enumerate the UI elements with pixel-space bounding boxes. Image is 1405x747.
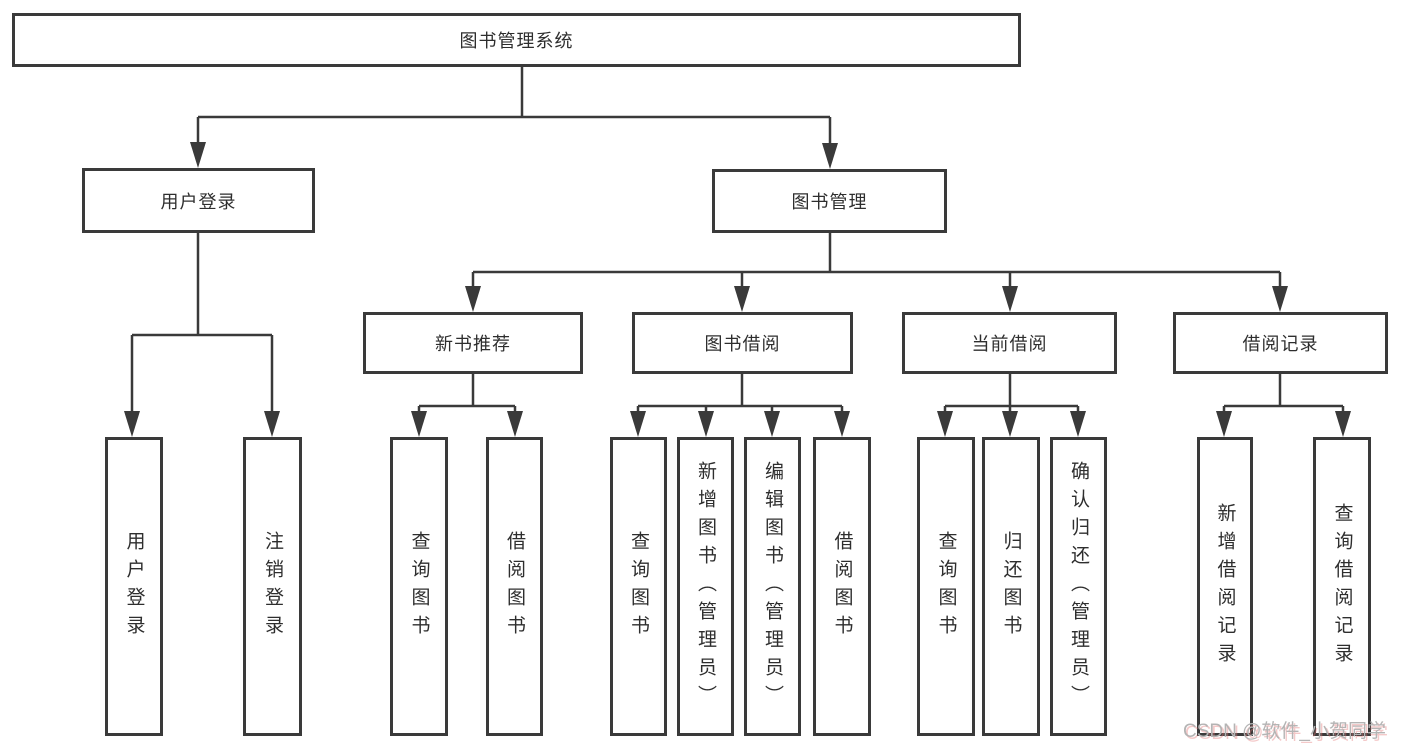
node-label: 用户登录 (160, 191, 237, 212)
leaf-label: 查询图书 (935, 530, 957, 643)
arrowhead (190, 142, 206, 168)
node-book-management: 图书管理 (712, 169, 947, 233)
node-root-system: 图书管理系统 (12, 13, 1021, 67)
node-label: 图书管理系统 (459, 31, 574, 51)
node-borrow-record: 借阅记录 (1173, 312, 1388, 374)
node-label: 借阅记录 (1242, 334, 1319, 354)
arrowhead (465, 286, 481, 312)
node-book-borrow: 图书借阅 (632, 312, 853, 374)
arrowhead (264, 411, 280, 437)
connector-borrow-record-children (1216, 374, 1351, 437)
leaf-label: 查询借阅记录 (1331, 502, 1353, 671)
leaf-query-books-borrow: 查询图书 (610, 437, 667, 736)
leaf-borrow-books-recommend: 借阅图书 (486, 437, 543, 736)
leaf-borrow-books: 借阅图书 (813, 437, 871, 736)
node-label: 图书管理 (791, 192, 868, 212)
leaf-label: 借阅图书 (831, 530, 853, 643)
arrowhead (764, 411, 780, 437)
leaf-return-book: 归还图书 (982, 437, 1040, 736)
arrowhead (1002, 411, 1018, 437)
arrowhead (630, 411, 646, 437)
csdn-watermark: CSDN @软件_小贺同学 (1183, 721, 1386, 742)
leaf-label: 查询图书 (408, 530, 430, 643)
leaf-add-borrow-record: 新增借阅记录 (1197, 437, 1253, 736)
leaf-logout: 注销登录 (243, 437, 302, 736)
leaf-edit-book-admin: 编辑图书（管理员） (744, 437, 801, 736)
arrowhead (411, 411, 427, 437)
node-user-login: 用户登录 (82, 168, 315, 233)
connector-current-borrow-children (937, 374, 1086, 437)
leaf-label: 编辑图书（管理员） (762, 460, 783, 713)
arrowhead (834, 411, 850, 437)
arrowhead (1070, 411, 1086, 437)
arrowhead (1002, 286, 1018, 312)
arrowhead (507, 411, 523, 437)
arrowhead (698, 411, 714, 437)
connector-book-mgmt-to-level3 (465, 233, 1288, 312)
node-label: 图书借阅 (704, 334, 781, 354)
leaf-label: 归还图书 (1000, 530, 1022, 643)
leaf-label: 新增图书（管理员） (695, 460, 716, 713)
node-current-borrow: 当前借阅 (902, 312, 1117, 374)
leaf-label: 注销登录 (262, 530, 283, 643)
leaf-label: 确认归还（管理员） (1068, 460, 1089, 713)
leaf-label: 新增借阅记录 (1214, 502, 1236, 671)
leaf-confirm-return-admin: 确认归还（管理员） (1050, 437, 1107, 736)
leaf-query-books-recommend: 查询图书 (390, 437, 448, 736)
leaf-label: 用户登录 (123, 530, 145, 643)
connector-root-to-level2 (190, 67, 838, 169)
connector-user-login-children (124, 233, 280, 437)
leaf-query-books-current: 查询图书 (917, 437, 975, 736)
leaf-query-borrow-record: 查询借阅记录 (1313, 437, 1371, 736)
node-label: 当前借阅 (971, 334, 1048, 354)
arrowhead (124, 411, 140, 437)
leaf-user-login: 用户登录 (105, 437, 163, 736)
arrowhead (1272, 286, 1288, 312)
arrowhead (734, 286, 750, 312)
connector-new-book-children (411, 374, 523, 437)
node-label: 新书推荐 (435, 334, 511, 354)
arrowhead (822, 143, 838, 169)
leaf-add-book-admin: 新增图书（管理员） (677, 437, 734, 736)
arrowhead (1335, 411, 1351, 437)
connector-book-borrow-children (630, 374, 850, 437)
arrowhead (1216, 411, 1232, 437)
leaf-label: 借阅图书 (504, 530, 525, 643)
node-new-book-recommend: 新书推荐 (363, 312, 583, 374)
arrowhead (937, 411, 953, 437)
leaf-label: 查询图书 (628, 530, 649, 643)
